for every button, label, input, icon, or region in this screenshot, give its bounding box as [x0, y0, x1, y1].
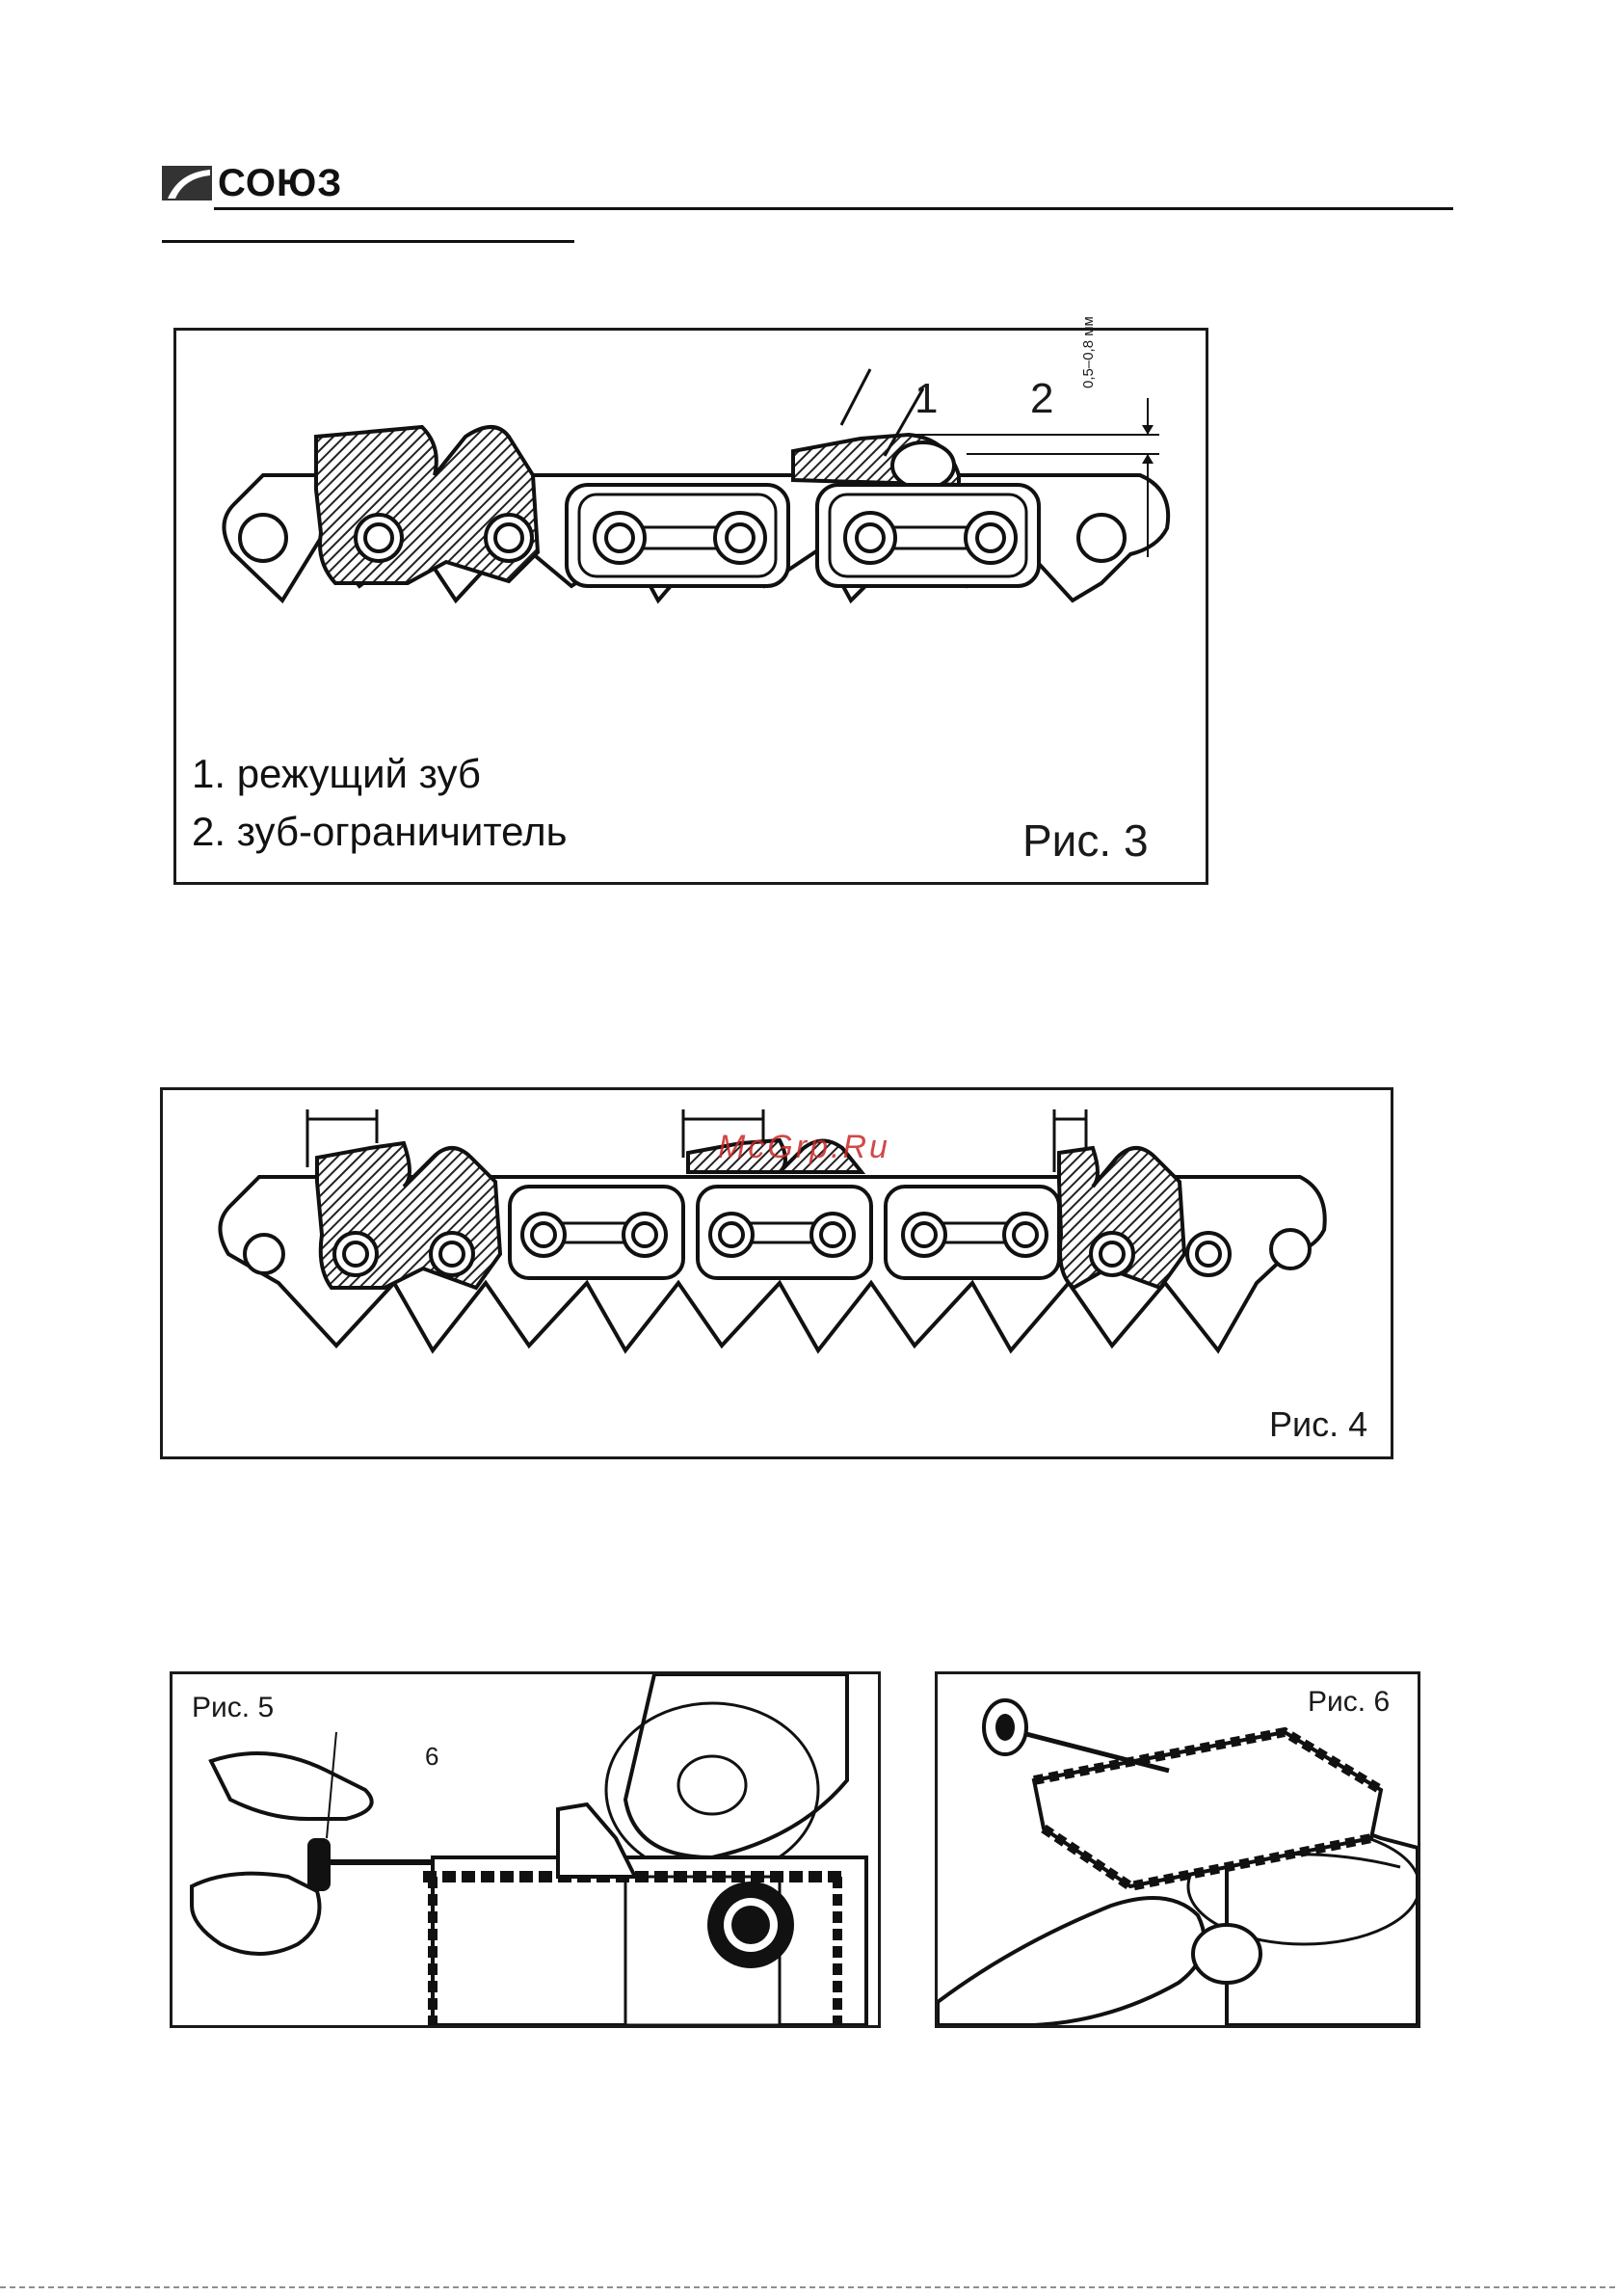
- figure-3-label: Рис. 3: [1022, 814, 1149, 867]
- dimension-label: 0,5–0,8 мм: [1080, 316, 1097, 388]
- sharpener-illustration-fig6: [938, 1674, 1418, 2025]
- legend-item-cutter: 1. режущий зуб: [192, 745, 568, 803]
- fig3-legend: 1. режущий зуб 2. зуб-ограничитель: [192, 745, 568, 861]
- sharpener-illustration-fig5: [172, 1674, 878, 2025]
- figure-6-label: Рис. 6: [1308, 1686, 1390, 1719]
- figure-6: Рис. 6: [935, 1671, 1420, 2028]
- figure-5: Рис. 5 6: [170, 1671, 881, 2028]
- legend-item-limiter: 2. зуб-ограничитель: [192, 803, 568, 861]
- figure-5-label: Рис. 5: [192, 1692, 274, 1724]
- footer-rule: [0, 2286, 1618, 2288]
- logo-icon: [162, 164, 214, 202]
- figure-4-label: Рис. 4: [1269, 1404, 1367, 1445]
- callout-6: 6: [425, 1742, 438, 1772]
- callout-2: 2: [1030, 375, 1053, 423]
- header-rule: [214, 207, 1453, 210]
- header-logo: СОЮЗ: [162, 162, 509, 204]
- watermark: McGrp.Ru: [718, 1129, 890, 1166]
- header-underline: [162, 240, 574, 243]
- brand-name: СОЮЗ: [218, 164, 342, 202]
- figure-3: 1 2 0,5–0,8 мм 1. режущий зуб 2. зуб-огр…: [173, 328, 1208, 885]
- callout-1: 1: [915, 375, 938, 423]
- figure-4: McGrp.Ru Рис. 4: [160, 1087, 1393, 1459]
